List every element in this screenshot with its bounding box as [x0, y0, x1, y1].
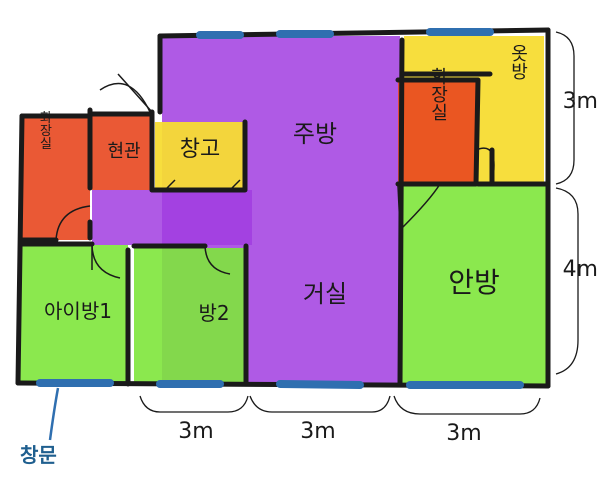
- door-storage: [164, 179, 241, 191]
- dim-right-top: 3m: [563, 89, 598, 114]
- brace-bottom-left: [139, 395, 249, 413]
- door-entrance: [99, 82, 151, 113]
- doors: [55, 73, 495, 279]
- dim-bottom-mid: 3m: [300, 419, 335, 444]
- bathroom-left-fill: [22, 115, 90, 240]
- hall-fill: [92, 190, 252, 245]
- door-bath-right: [397, 185, 401, 229]
- label-kitchen: 주방: [293, 120, 337, 148]
- windows: [36, 28, 524, 389]
- outer-wall-left: [15, 113, 25, 386]
- dimension-labels: 3m 3m 3m 3m 4m: [178, 89, 598, 446]
- label-living: 거실: [303, 280, 347, 308]
- door-room2: [204, 245, 231, 275]
- brace-right-top: [555, 31, 575, 185]
- label-kids-room: 아이방1: [44, 299, 112, 323]
- label-bathroom-right: 화장실: [428, 67, 449, 121]
- label-room2: 방2: [198, 301, 229, 325]
- label-master: 안방: [448, 266, 500, 299]
- room2-fill: [134, 248, 244, 384]
- label-dressroom: 옷방: [508, 44, 529, 80]
- master-fill: [400, 184, 546, 384]
- label-storage: 창고: [180, 137, 220, 162]
- door-dressroom: [475, 147, 495, 185]
- window-bottom-3: [276, 380, 364, 389]
- window-pointer-line: [48, 387, 60, 441]
- door-bath-left: [55, 205, 91, 241]
- room-fills: [20, 36, 546, 384]
- room-labels: 화장실 현관 창고 주방 거실 옷방 화장실 안방 아이방1 방2: [37, 44, 529, 325]
- entrance-fill: [92, 115, 152, 190]
- bathroom-right-fill: [398, 80, 476, 184]
- door-master: [401, 183, 441, 229]
- wall-bath-right-box: [395, 77, 481, 187]
- dimension-braces: [139, 31, 579, 415]
- dim-bottom-right: 3m: [446, 421, 481, 446]
- brace-bottom-mid: [249, 395, 391, 413]
- label-bathroom-left: 화장실: [37, 111, 52, 150]
- dim-bottom-left: 3m: [178, 419, 213, 444]
- storage-fill: [155, 122, 245, 190]
- door-entrance-leaf: [117, 73, 153, 113]
- kids-room-fill: [20, 245, 128, 384]
- window-label: 창문: [20, 443, 57, 467]
- dim-right-bottom: 4m: [563, 257, 598, 282]
- brace-right-bottom: [555, 187, 579, 375]
- wall-right-block-left: [397, 37, 405, 387]
- wall-storage-bottom: [149, 119, 248, 193]
- brace-bottom-right: [393, 395, 541, 415]
- label-entrance: 현관: [107, 141, 140, 162]
